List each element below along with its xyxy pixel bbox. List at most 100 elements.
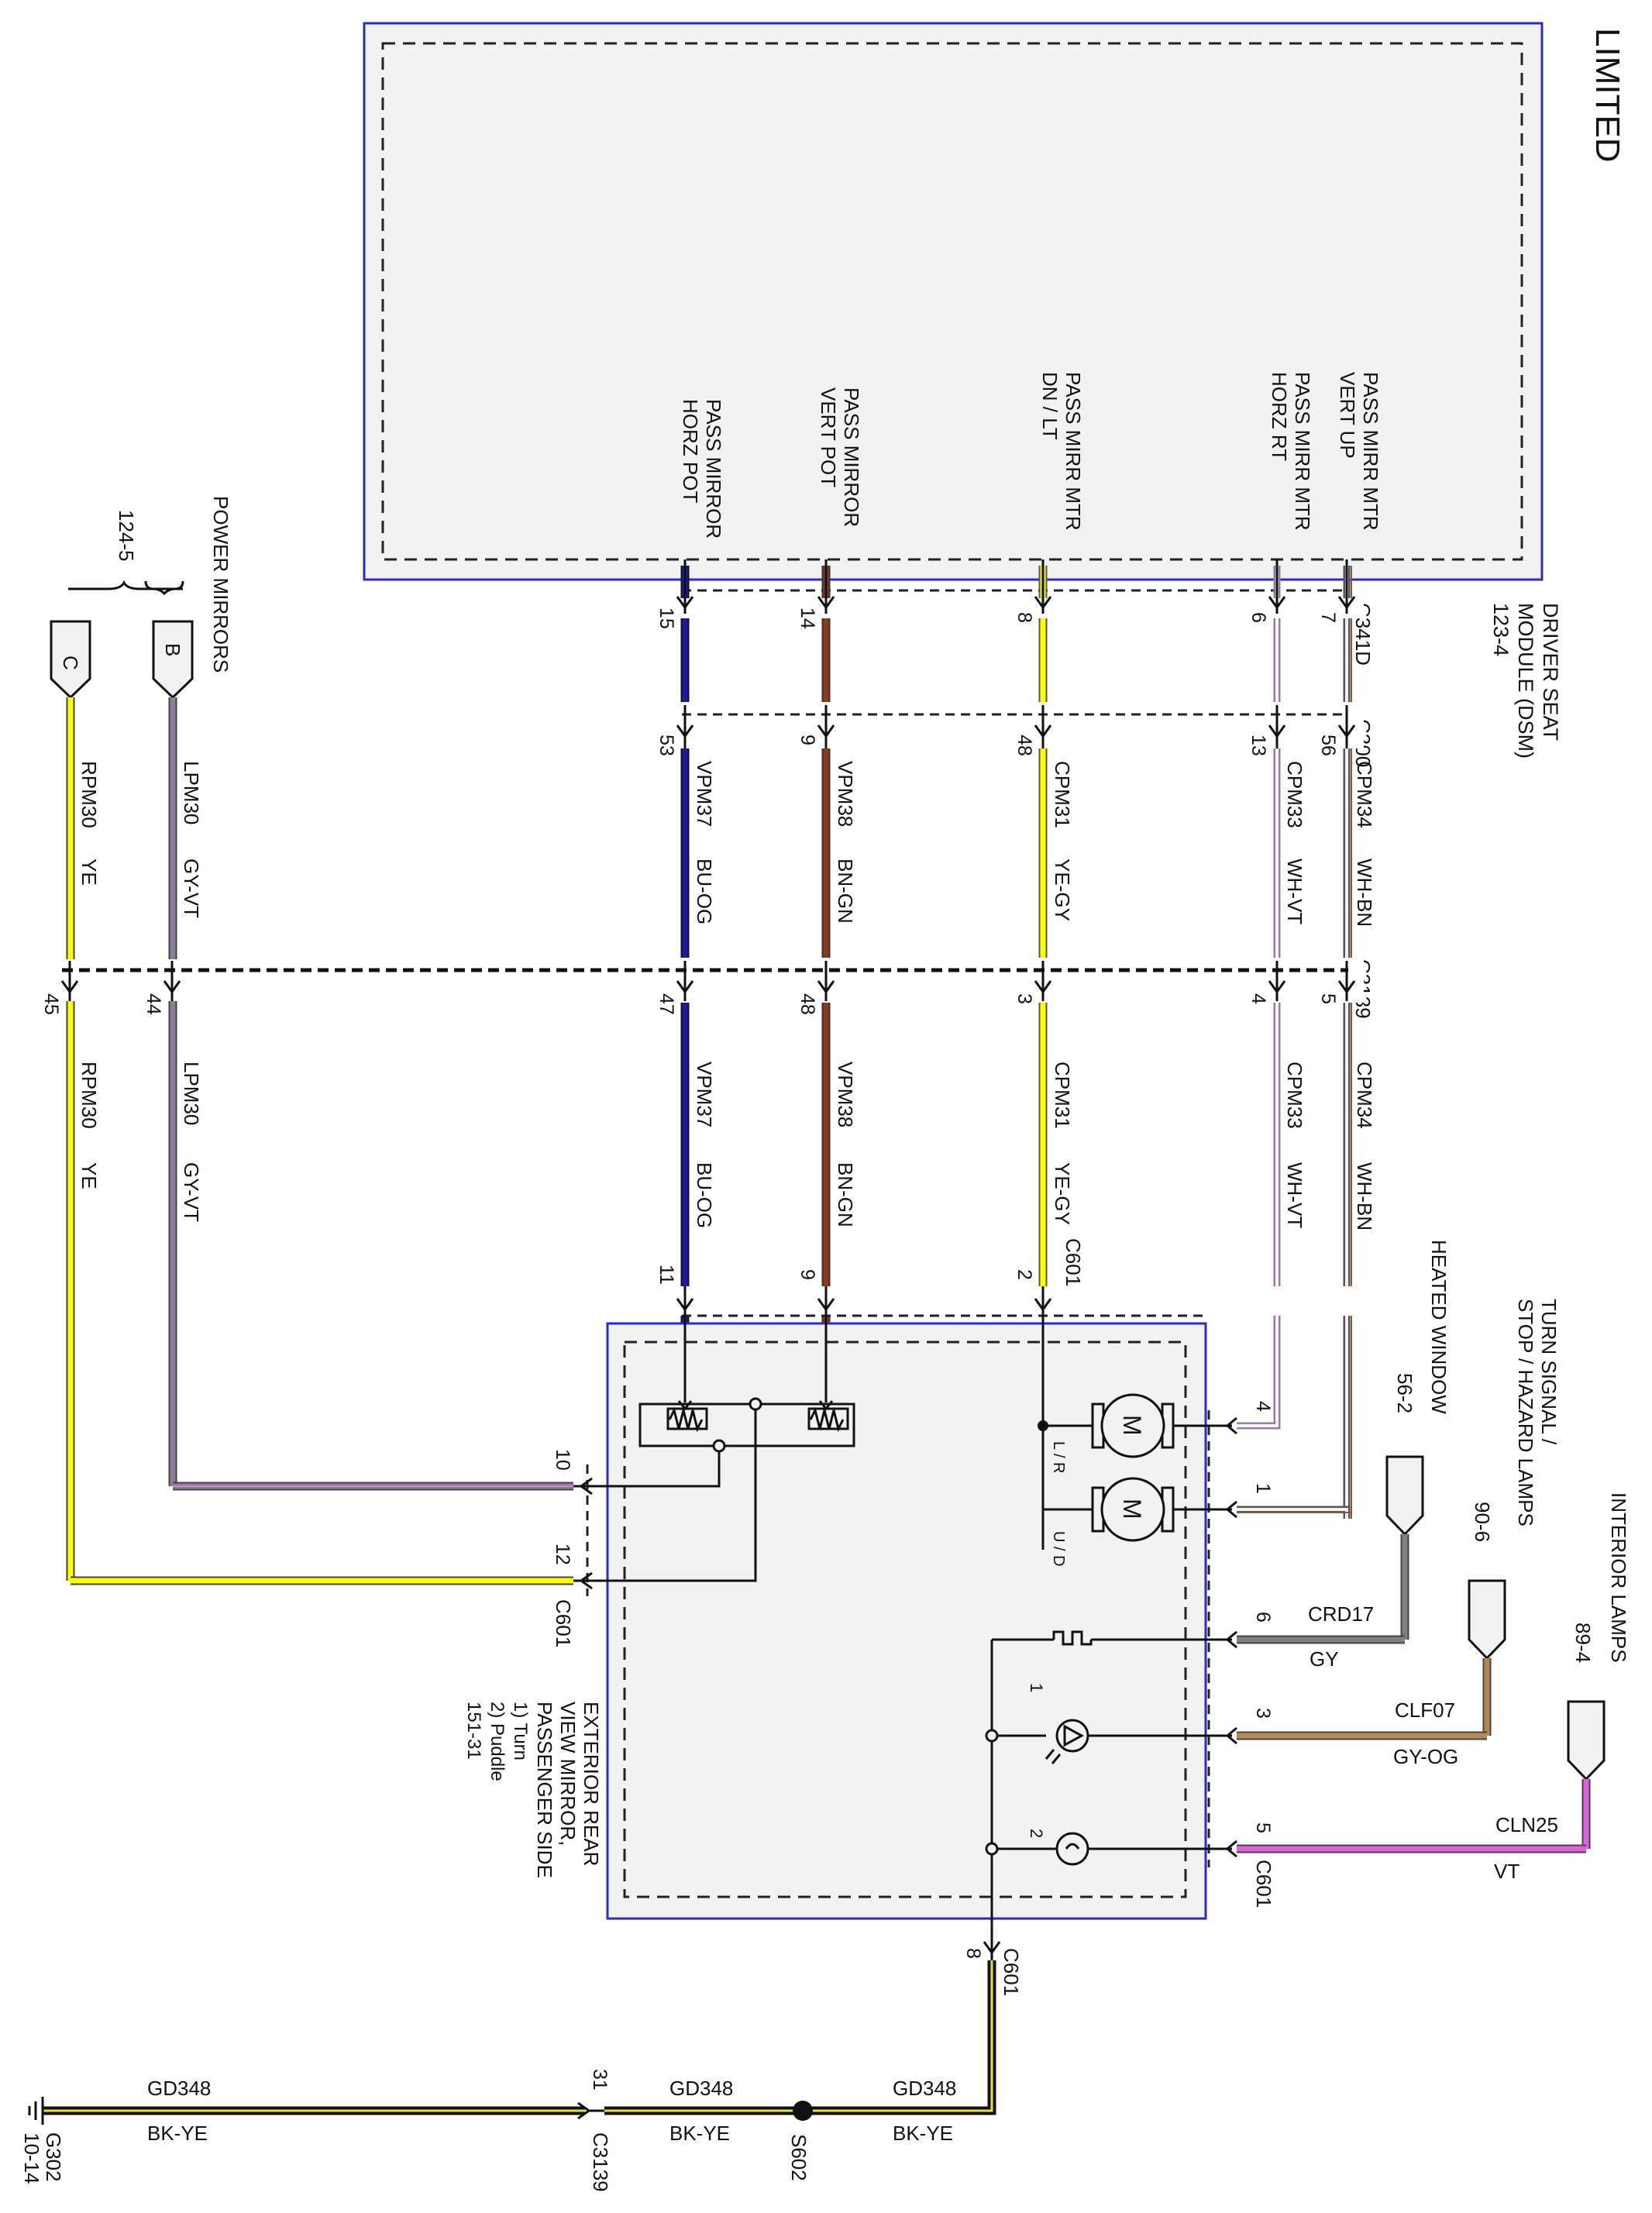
color-lpm30-seg2: GY-VT <box>180 1162 203 1222</box>
connector-c601-bottom: C601 <box>1000 1948 1023 1996</box>
connector-c601-right: C601 <box>1252 1860 1275 1908</box>
connector-c3139-bottom: C3139 <box>589 2132 612 2192</box>
feed-heated-window-label: HEATED WINDOW <box>1427 1240 1451 1414</box>
dsm-pin-label-horz-pot-2: HORZ POT <box>679 399 702 503</box>
pin-c341d-cpm33: 6 <box>1248 612 1269 623</box>
color-cpm34-seg1: WH-BN <box>1353 859 1376 927</box>
motor-label-ud: U / D <box>1050 1531 1067 1567</box>
mirror-note-1: 1) Turn <box>510 1702 531 1760</box>
color-rpm30-seg1: YE <box>77 859 101 886</box>
svg-text:C: C <box>59 656 82 670</box>
svg-text:B: B <box>161 643 184 656</box>
pin-c3139-vpm38: 48 <box>797 993 818 1015</box>
connector-c601-left: C601 <box>552 1599 575 1647</box>
color-cln25: VT <box>1494 1860 1519 1883</box>
pin-c300-vpm37: 53 <box>656 735 677 756</box>
color-cpm33-seg1: WH-VT <box>1283 859 1306 924</box>
connector-c601-top: C601 <box>1062 1238 1085 1286</box>
feed-heated-window <box>1237 1455 1424 1644</box>
feed-interior-lamps <box>1237 1700 1606 1853</box>
circuit-rpm30-seg1: RPM30 <box>77 761 101 828</box>
circuit-cpm34-seg1: CPM34 <box>1353 761 1376 828</box>
dsm-pin-label-vert-up-2: VERT UP <box>1336 372 1359 459</box>
wire-cpm33-tail <box>1237 1422 1281 1430</box>
color-cpm31-seg2: YE-GY <box>1051 1162 1074 1225</box>
pin-c601-cpm34: 1 <box>1252 1483 1274 1494</box>
pin-c300-cpm33: 13 <box>1248 735 1269 756</box>
color-rpm30-seg2: YE <box>77 1162 101 1189</box>
ground-color-2: BK-YE <box>669 2122 730 2145</box>
circuit-cpm34-seg2: CPM34 <box>1353 1062 1376 1129</box>
circuit-lpm30-seg1: LPM30 <box>180 761 203 824</box>
lamp-label-1: 1 <box>1027 1683 1046 1692</box>
pin-c3139-ground: 31 <box>589 2069 611 2091</box>
feed-heated-window-ref: 56-2 <box>1393 1373 1416 1413</box>
ground-color-1: BK-YE <box>893 2122 953 2145</box>
dsm-pin-label-vert-up-1: PASS MIRR MTR <box>1359 372 1382 531</box>
circuit-cpm31-seg2: CPM31 <box>1051 1062 1074 1129</box>
dsm-pin-label-vert-pot-1: PASS MIRROR <box>840 387 863 527</box>
diagram-title: LIMITED <box>1588 28 1626 163</box>
pin-c3139-cpm33: 4 <box>1248 993 1269 1004</box>
mirror-name-line2: VIEW MIRROR, <box>556 1702 580 1846</box>
pin-c300-cpm34: 56 <box>1317 735 1339 756</box>
mirror-motor-lr: M <box>1038 1316 1232 1550</box>
lamp-label-2: 2 <box>1027 1829 1046 1838</box>
circuit-vpm38-seg2: VPM38 <box>834 1062 857 1127</box>
color-cpm31-seg1: YE-GY <box>1051 859 1074 921</box>
pin-c3139-rpm30: 45 <box>40 993 62 1015</box>
mirror-potentiometers <box>573 1316 855 1582</box>
power-mirrors-connector-c: C <box>50 620 91 700</box>
feed-interior-lamps-ref: 89-4 <box>1571 1623 1595 1663</box>
ground-circuit-1: GD348 <box>893 2077 956 2100</box>
pin-c300-cpm31: 48 <box>1014 735 1035 756</box>
driver-seat-module: DRIVER SEAT MODULE (DSM) 123-4 <box>363 22 1562 759</box>
svg-text:M: M <box>1118 1499 1146 1520</box>
color-cpm33-seg2: WH-VT <box>1283 1162 1306 1228</box>
wire-lpm30 <box>168 697 573 1491</box>
dsm-pin-label-horz-rt-2: HORZ RT <box>1268 372 1291 461</box>
circuit-clf07: CLF07 <box>1395 1698 1455 1722</box>
pin-c3139-lpm30: 44 <box>143 993 164 1015</box>
wire-cpm34-tail <box>1237 1506 1352 1516</box>
pin-c601-cpm33: 4 <box>1252 1401 1274 1412</box>
feed-interior-lamps-label: INTERIOR LAMPS <box>1607 1492 1630 1663</box>
pin-c601-cpm31: 2 <box>1014 1269 1035 1280</box>
dsm-ref: 123-4 <box>1489 603 1513 656</box>
color-clf07: GY-OG <box>1393 1745 1458 1768</box>
dsm-pin-label-vert-pot-2: VERT POT <box>817 387 840 487</box>
color-vpm37-seg2: BU-OG <box>693 1162 716 1228</box>
mirror-name-line1: EXTERIOR REAR <box>580 1702 603 1866</box>
pin-c341d-vpm38: 14 <box>797 607 818 629</box>
ground-point-g302: G302 <box>42 2132 65 2182</box>
color-cpm34-seg2: WH-BN <box>1353 1162 1376 1230</box>
dsm-pin-label-horz-rt-1: PASS MIRR MTR <box>1291 372 1314 531</box>
dsm-name-line1: DRIVER SEAT <box>1539 603 1562 741</box>
circuit-crd17: CRD17 <box>1308 1602 1374 1626</box>
power-mirrors-ref: 124-5 <box>115 510 138 562</box>
color-vpm38-seg2: BN-GN <box>834 1162 857 1227</box>
mirror-note-2: 2) Puddle <box>487 1702 508 1781</box>
pin-c601-vpm38: 9 <box>797 1269 818 1280</box>
pin-c341d-vpm37: 15 <box>656 607 677 629</box>
pin-c341d-cpm34: 7 <box>1317 612 1339 623</box>
color-crd17: GY <box>1310 1647 1339 1671</box>
circuit-vpm37-seg1: VPM37 <box>693 761 716 827</box>
circuit-vpm38-seg1: VPM38 <box>834 761 857 827</box>
pin-c601-lpm30: 10 <box>552 1449 573 1471</box>
circuit-rpm30-seg2: RPM30 <box>77 1062 101 1129</box>
mirror-heater-lamps <box>985 1630 1232 1922</box>
pin-c601-crd17: 6 <box>1252 1612 1274 1623</box>
circuit-cpm33-seg2: CPM33 <box>1283 1062 1306 1129</box>
feed-turn-signal-label-1: TURN SIGNAL / <box>1537 1299 1561 1445</box>
splice-s602 <box>793 2101 813 2121</box>
ground-point-ref: 10-14 <box>20 2132 43 2184</box>
pin-c601-vpm37: 11 <box>656 1265 677 1285</box>
pin-c601-ground: 8 <box>962 1948 984 1959</box>
mirror-motor-ud: M <box>1043 1477 1232 1542</box>
dsm-pin-label-dn-lt-1: PASS MIRR MTR <box>1062 372 1085 531</box>
circuit-cpm33-seg1: CPM33 <box>1283 761 1306 828</box>
pin-c3139-cpm31: 3 <box>1014 993 1035 1004</box>
pin-chevrons <box>60 559 1356 1316</box>
